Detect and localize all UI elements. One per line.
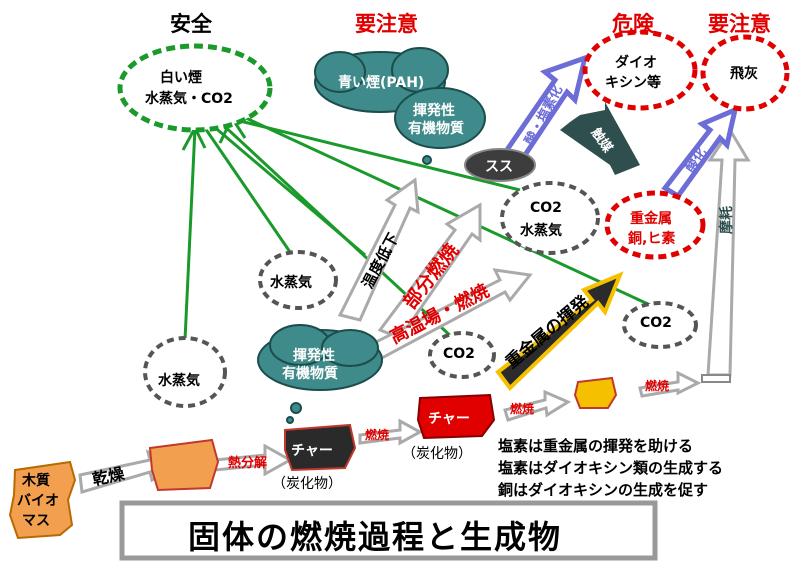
co2-steam-cloud	[500, 181, 600, 255]
category-caution-2: 要注意	[708, 12, 771, 36]
ash-bar	[701, 374, 731, 383]
volatile-low-label-2: 有機物質	[282, 366, 338, 382]
biomass-block	[8, 460, 77, 540]
char-dark-block	[284, 423, 357, 472]
note-1: 塩素は重金属の揮発を助ける	[498, 437, 694, 455]
co2-top-label: CO2	[530, 200, 562, 216]
steam-low-cloud	[143, 336, 227, 408]
safe-cloud	[117, 43, 273, 133]
volatile-top-label-1: 揮発性	[413, 103, 455, 119]
catalyst-arrow	[560, 102, 640, 175]
co2-mid-label: CO2	[443, 346, 475, 362]
burn-label-1: 燃焼	[365, 428, 390, 442]
diagram-title: 固体の燃焼過程と生成物	[188, 518, 563, 556]
char-label-1: チャー	[291, 443, 333, 459]
grey-arrows	[78, 127, 751, 494]
burn-label-2: 燃焼	[510, 402, 535, 416]
volatile-low-label-1: 揮発性	[293, 348, 335, 364]
heavy-metal-label-1: 重金属	[630, 211, 672, 227]
soot-label: スス	[485, 159, 513, 175]
metal-volatilization-arrow	[495, 271, 624, 392]
blue-smoke-cloud	[314, 47, 486, 165]
title-frame	[119, 500, 658, 561]
char-red-block	[416, 393, 496, 440]
steam-co2-label: 水蒸気・CO2	[145, 91, 233, 107]
fly-ash-cloud	[700, 34, 790, 112]
steam-low-label: 水蒸気	[158, 373, 200, 389]
steam-mid-label: 水蒸気	[270, 275, 312, 291]
category-caution-1: 要注意	[355, 12, 418, 36]
dioxin-label-1: ダイオ	[615, 55, 657, 71]
category-safe: 安全	[170, 12, 212, 36]
biomass-label-3: マス	[22, 513, 50, 529]
char-label-2: チャー	[428, 411, 470, 427]
white-smoke-label: 白い煙	[160, 70, 202, 86]
volatile-top-label-2: 有機物質	[408, 121, 464, 137]
note-3: 銅はダイオキシンの生成を促す	[498, 481, 709, 499]
carbide-label-2: （炭化物）	[402, 446, 472, 462]
dried-block	[148, 438, 220, 492]
soot-cloud	[464, 148, 536, 182]
category-danger: 危険	[612, 12, 654, 36]
steam-mid-cloud	[258, 250, 338, 310]
co2-mid-cloud	[428, 331, 496, 379]
dioxin-label-2: キシン等	[605, 75, 661, 91]
ember-block	[573, 376, 618, 409]
co2-right-label: CO2	[640, 315, 672, 331]
fly-ash-label: 飛灰	[730, 66, 758, 82]
volatile-low-cloud	[257, 324, 383, 424]
pyrolysis-label: 熱分解	[228, 456, 268, 471]
burn-label-3: 燃焼	[645, 379, 670, 393]
heavy-metal-label-2: 銅,ヒ素	[628, 231, 676, 247]
biomass-label-2: バイオ	[17, 493, 59, 509]
steam-top-label: 水蒸気	[520, 223, 562, 239]
dioxin-cloud	[582, 29, 698, 111]
blue-smoke-label: 青い煙(PAH)	[338, 75, 425, 91]
biomass-label-1: 木質	[22, 473, 50, 489]
heavy-metal-cloud	[604, 190, 706, 260]
carbide-label-1: （炭化物）	[272, 476, 342, 492]
co2-right-cloud	[622, 301, 698, 349]
wear-label: 摩耗	[719, 206, 735, 234]
note-2: 塩素はダイオキシン類の生成する	[498, 459, 724, 477]
